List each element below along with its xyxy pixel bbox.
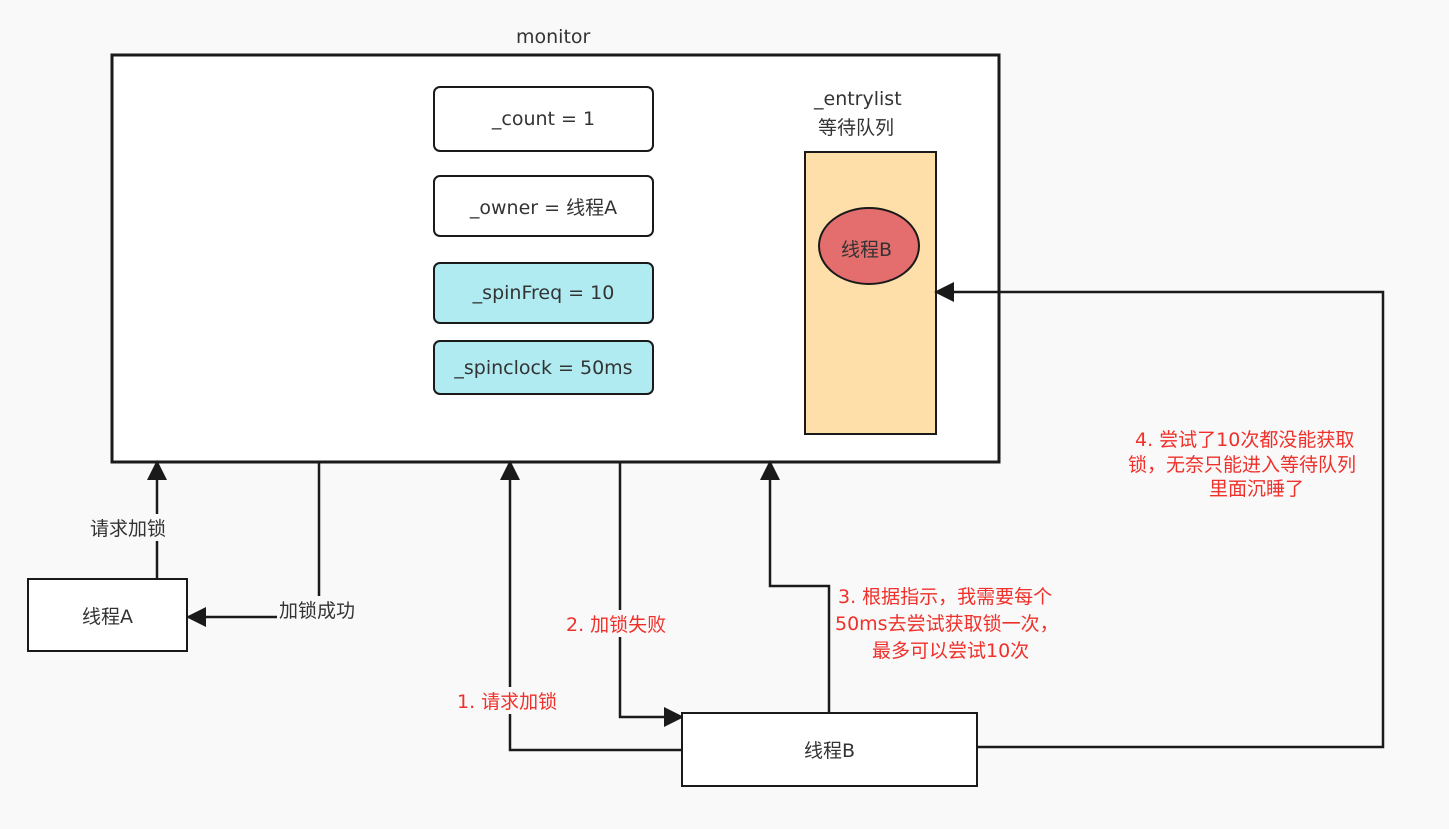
spin-freq-field: _spinFreq = 10 [433,262,654,324]
step3-line-3: 最多可以尝试10次 [872,640,1030,662]
count-field: _count = 1 [433,86,654,152]
thread-b-fail-arrow [618,462,684,727]
thread-b-enqueue-arrow [934,282,1385,749]
thread-a-success-label: 加锁成功 [277,596,358,623]
thread-a-success-arrow [186,462,321,627]
entrylist-queue [804,151,937,435]
thread-a-request-label: 请求加锁 [88,514,169,541]
step1-label: 1. 请求加锁 [457,687,558,714]
step4-line-3: 里面沉睡了 [1209,478,1305,500]
entrylist-name: _entrylist [814,88,902,110]
thread-b-request-arrow [500,460,682,752]
thread-b-box: 线程B [681,712,978,787]
waiting-thread-b-label: 线程B [841,239,893,261]
owner-field: _owner = 线程A [433,175,654,237]
entrylist-caption: 等待队列 [818,117,895,139]
step4-line-1: 4. 尝试了10次都没能获取 [1135,429,1355,451]
monitor-title: monitor [516,26,591,48]
step4-line-2: 锁，无奈只能进入等待队列 [1128,454,1357,476]
thread-a-box: 线程A [27,578,188,652]
waiting-thread-b-node [818,207,920,285]
thread-b-spin-arrow [760,460,831,712]
step2-label: 2. 加锁失败 [566,610,667,637]
step3-line-1: 3. 根据指示，我需要每个 [838,586,1053,608]
spin-clock-field: _spinclock = 50ms [433,340,654,395]
step3-line-2: 50ms去尝试获取锁一次， [835,613,1059,635]
